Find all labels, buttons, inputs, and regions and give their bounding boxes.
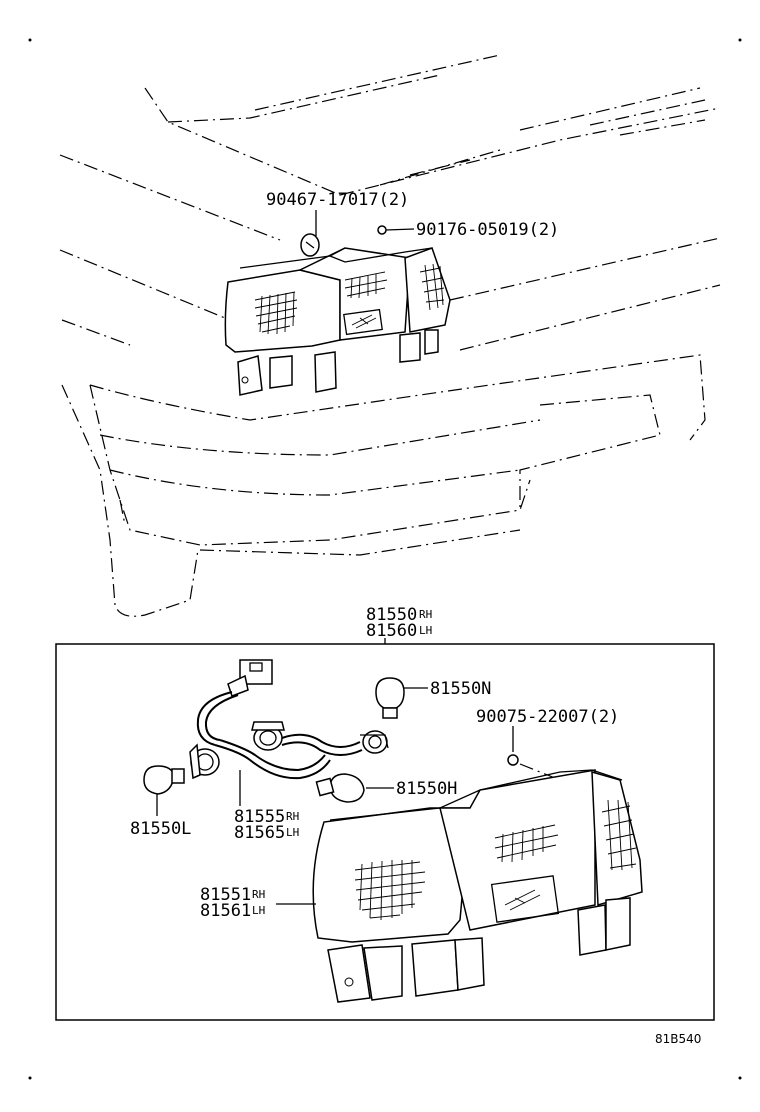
car-body-outline <box>59 54 721 617</box>
tag-rh-81551: RH <box>252 888 265 901</box>
label-90075: 90075-22007(2) <box>476 707 619 727</box>
label-socket-group: 81555 RH 81565 LH <box>234 770 299 843</box>
tag-lh-81560: LH <box>419 624 432 637</box>
tag-lh-81561: LH <box>252 904 265 917</box>
assembly-label: 81550 RH 81560 LH <box>366 605 432 644</box>
label-81560: 81560 <box>366 621 417 641</box>
tag-lh-81565: LH <box>286 826 299 839</box>
label-81565: 81565 <box>234 823 285 843</box>
label-nut-top: 90176-05019(2) <box>385 220 559 240</box>
label-81555: 81555 <box>234 807 285 827</box>
label-lens-group: 81551 RH 81561 LH <box>200 885 316 921</box>
corner-marks <box>28 38 742 1080</box>
label-screw: 90467-17017(2) <box>266 190 409 236</box>
tag-rh-81550: RH <box>419 608 432 621</box>
label-81561: 81561 <box>200 901 251 921</box>
wiring-harness <box>189 659 389 780</box>
label-90176: 90176-05019(2) <box>416 220 559 240</box>
bulb-81550h: 81550H <box>315 773 457 803</box>
lens-assembly <box>312 769 643 1003</box>
label-81550: 81550 <box>366 605 417 625</box>
drawing-code: 81B540 <box>655 1032 701 1046</box>
label-81550l: 81550L <box>130 819 191 839</box>
label-81550n: 81550N <box>430 679 491 699</box>
label-90467: 90467-17017(2) <box>266 190 409 210</box>
bulb-81550l: 81550L <box>130 765 191 839</box>
nut-90075: 90075-22007(2) <box>476 707 619 781</box>
installed-lamp <box>224 225 451 396</box>
label-81551: 81551 <box>200 885 251 905</box>
label-81550h: 81550H <box>396 779 457 799</box>
bulb-81550n: 81550N <box>375 677 491 719</box>
tag-rh-81555: RH <box>286 810 299 823</box>
exploded-view-frame <box>55 643 715 1021</box>
